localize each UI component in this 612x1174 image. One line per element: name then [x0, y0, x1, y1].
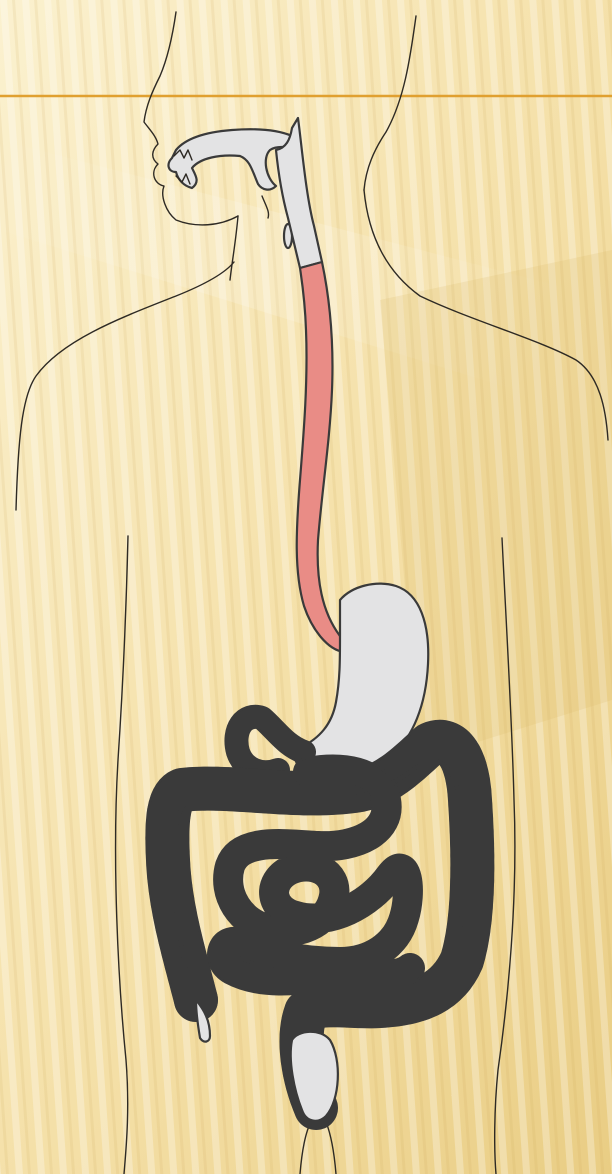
slide-canvas [0, 0, 612, 1174]
digestive-system-diagram [0, 0, 612, 1174]
